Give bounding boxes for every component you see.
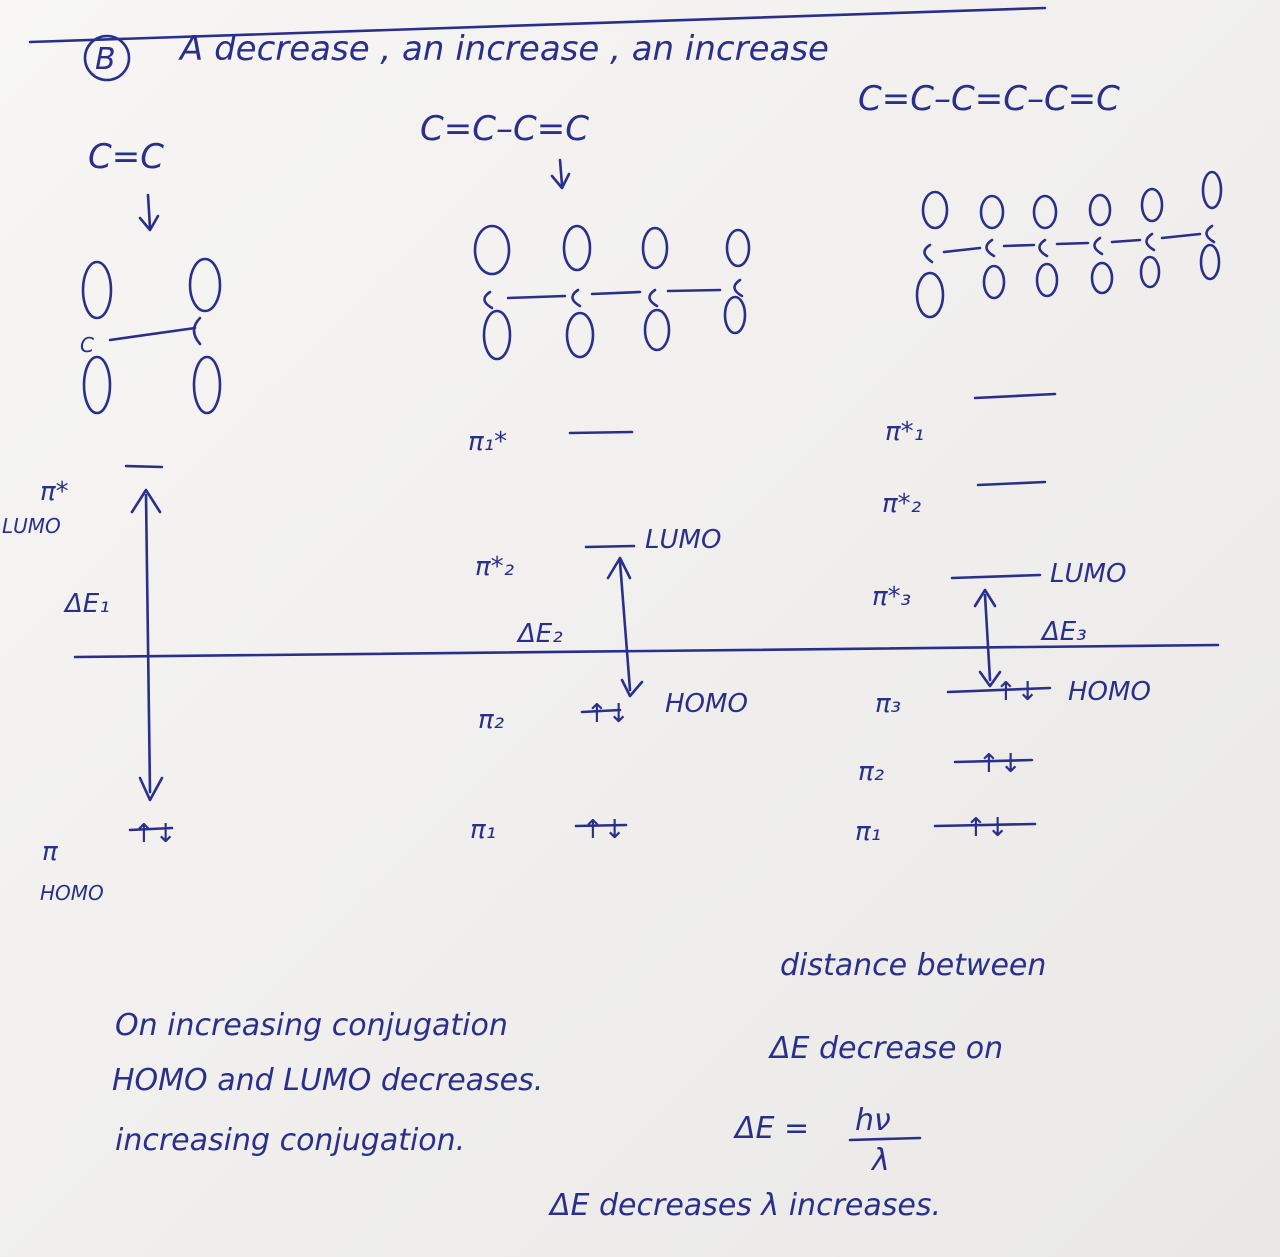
hexatriene-lumo-label: LUMO [1050,559,1126,589]
butadiene-pi2-star-label: π*₂ [475,552,514,582]
hexatriene-pi3-star-label: π*₃ [872,582,911,612]
hexatriene-delta-e-arrow [983,593,992,682]
hexatriene-pi1-star-label: π*₁ [885,417,924,447]
butadiene-homo-level [580,708,622,714]
ethene-pi-star-label: π* [40,477,69,507]
ethene-down-arrow [138,193,160,232]
butadiene-delta-e-label: ΔE₂ [516,619,563,649]
hexatriene-pi1-star-level [973,392,1057,400]
energy-reference-line [73,643,1220,659]
hexatriene-pi3-label: π₃ [875,689,901,719]
hexatriene-p-orbitals [915,170,1223,319]
conclusion-line-2b: ΔE decrease on [768,1031,1003,1066]
butadiene-pi1-star-level [568,430,634,435]
ethene-delta-e-arrow [144,493,152,794]
hexatriene-pi2-label: π₂ [858,757,884,787]
conclusion-line-2a: HOMO and LUMO decreases. [112,1063,543,1098]
hexatriene-delta-e-label: ΔE₃ [1040,617,1087,647]
equation-lhs: ΔE = [733,1111,809,1146]
ethene-lumo-label: LUMO [2,514,61,538]
hexatriene-pi1-level [933,822,1037,828]
ethene-homo-electrons: ↑↓ [133,819,177,849]
equation-denominator: λ [870,1143,890,1178]
hexatriene-pi2-star-level [976,480,1047,487]
ethene-arrow-up-head [130,488,162,514]
butadiene-homo-electrons: ↑↓ [586,699,630,729]
butadiene-down-arrow [550,158,571,190]
ethene-homo-level [128,826,174,832]
butadiene-pi1-star-label: π₁* [468,427,507,457]
hexatriene-lumo-level [950,573,1042,580]
butadiene-lumo-level [584,544,636,549]
answer-text: A decrease , an increase , an increase [178,29,829,69]
conclusion-line-3a: increasing conjugation. [115,1123,465,1158]
ethene-pi-label: π [42,837,58,867]
butadiene-arrow-down-head [620,678,644,698]
butadiene-pi1-label: π₁ [470,815,496,845]
hexatriene-pi2-level [953,758,1034,764]
butadiene-delta-e-arrow [618,560,632,692]
hexatriene-pi1-label: π₁ [855,817,881,847]
butadiene-p-orbitals [473,224,751,361]
butadiene-lumo-label: LUMO [645,525,721,555]
ethene-p-orbitals [81,257,222,415]
hexatriene-pi1-electrons: ↑↓ [965,813,1009,843]
hexatriene-homo-level [946,686,1052,694]
part-label: B [95,42,116,77]
ethene-arrow-down-head [138,776,164,802]
equation-fraction-bar [848,1136,922,1142]
ethene-homo-label: HOMO [40,881,104,905]
butadiene-pi1-level [574,823,628,828]
butadiene-homo-label: HOMO [665,689,748,719]
conclusion-line-4: ΔE decreases λ increases. [548,1188,941,1223]
butadiene-formula: C=C–C=C [420,109,589,149]
conclusion-line-1b: distance between [780,948,1046,983]
conclusion-line-1a: On increasing conjugation [115,1008,508,1043]
butadiene-arrow-up-head [606,556,632,580]
hexatriene-arrow-down-head [978,670,1002,688]
hexatriene-pi2-star-label: π*₂ [882,489,921,519]
ethene-lumo-level [124,464,164,469]
ethene-carbon-label: C [80,333,94,357]
part-label-circle [83,34,131,82]
hexatriene-homo-label: HOMO [1068,677,1151,707]
top-rule-line [28,6,1047,44]
hexatriene-formula: C=C–C=C–C=C [858,79,1120,119]
ethene-delta-e-label: ΔE₁ [63,589,110,619]
butadiene-pi1-electrons: ↑↓ [582,815,626,845]
hexatriene-pi2-electrons: ↑↓ [978,749,1022,779]
butadiene-pi2-label: π₂ [478,705,504,735]
hexatriene-arrow-up-head [973,588,997,608]
ethene-formula: C=C [88,137,164,177]
equation-numerator: hν [855,1103,891,1138]
hexatriene-homo-electrons: ↑↓ [995,677,1039,707]
